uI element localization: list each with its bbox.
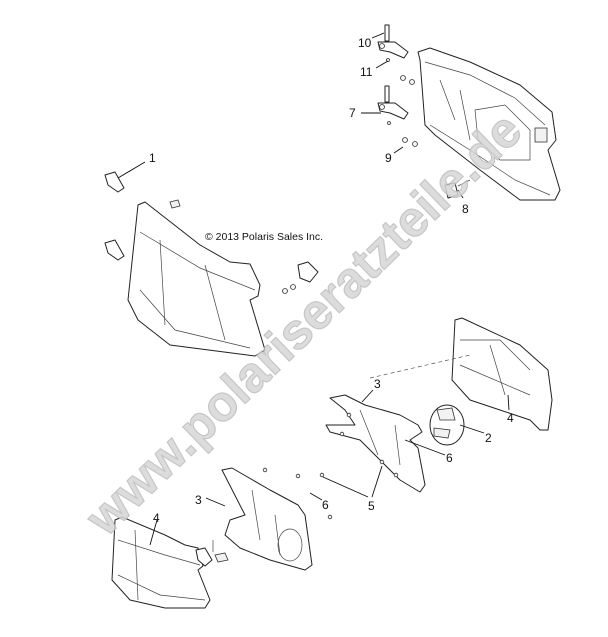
handle-bracket xyxy=(282,261,319,294)
latch-assembly xyxy=(429,404,465,446)
latch-striker xyxy=(444,179,471,199)
callout-10: 10 xyxy=(358,36,372,50)
door-outer-panel-upper-left xyxy=(127,201,266,357)
callout-2: 2 xyxy=(485,431,492,445)
hinge-upper xyxy=(377,24,409,59)
copyright-notice: © 2013 Polaris Sales Inc. xyxy=(205,231,323,243)
bolts xyxy=(386,58,418,147)
callout-1: 1 xyxy=(149,151,156,165)
callout-6-upper: 6 xyxy=(446,451,453,465)
door-panel-lower-right xyxy=(451,317,553,431)
callout-4-right: 4 xyxy=(507,411,514,425)
callout-7: 7 xyxy=(349,106,356,120)
handle-lower xyxy=(195,540,229,567)
leader-lines xyxy=(117,32,510,546)
hinge-lower xyxy=(377,85,409,120)
callout-3-lower: 3 xyxy=(195,493,202,507)
callout-11: 11 xyxy=(360,65,373,79)
callout-9: 9 xyxy=(385,151,392,165)
callout-4-left: 4 xyxy=(153,511,160,525)
door-frame-upper xyxy=(325,394,426,493)
callout-3-upper: 3 xyxy=(374,377,381,391)
door-panel-upper-right xyxy=(417,47,561,201)
callout-6-lower: 6 xyxy=(322,498,329,512)
callout-5: 5 xyxy=(368,499,375,513)
door-outer-panel-lower-left xyxy=(111,516,211,609)
hinge-bracket-1 xyxy=(104,171,181,261)
callout-8: 8 xyxy=(462,202,469,216)
fasteners xyxy=(262,412,399,520)
door-frame-lower xyxy=(221,467,313,571)
